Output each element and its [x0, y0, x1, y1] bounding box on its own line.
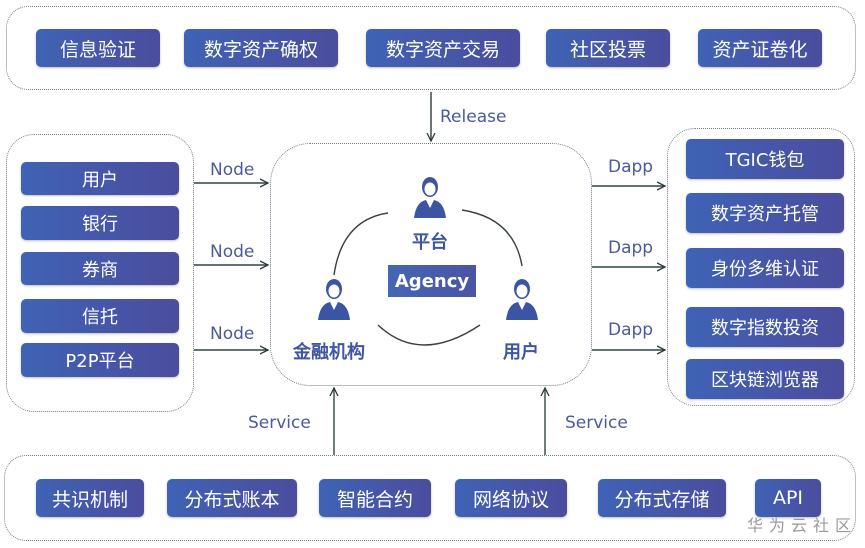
left-item-bank[interactable]: 银行 — [21, 206, 179, 240]
person-icon-user — [506, 279, 538, 320]
top-item-info-verification[interactable]: 信息验证 — [36, 29, 160, 67]
bottom-item-smart-contract[interactable]: 智能合约 — [319, 479, 431, 517]
left-item-p2p-platform[interactable]: P2P平台 — [21, 343, 179, 377]
release-label: Release — [440, 107, 507, 127]
dapp-label-2: Dapp — [608, 238, 654, 258]
node-label-2: Node — [210, 242, 255, 262]
top-item-community-vote[interactable]: 社区投票 — [546, 29, 670, 67]
arc-platform-finance — [333, 212, 389, 276]
right-item-index-investment[interactable]: 数字指数投资 — [686, 307, 844, 347]
node-label-3: Node — [210, 324, 255, 344]
dapp-label-1: Dapp — [608, 157, 654, 177]
person-icon-platform — [414, 177, 446, 218]
node-user-label: 用户 — [503, 342, 539, 363]
node-label-1: Node — [210, 160, 255, 180]
bottom-item-network-protocol[interactable]: 网络协议 — [455, 479, 567, 517]
right-item-block-explorer[interactable]: 区块链浏览器 — [686, 359, 844, 399]
arc-finance-user — [377, 324, 481, 346]
service-label-1: Service — [248, 413, 311, 433]
bottom-item-api[interactable]: API — [755, 479, 821, 517]
top-item-securitization[interactable]: 资产证卷化 — [698, 29, 822, 67]
left-item-broker[interactable]: 券商 — [21, 252, 179, 285]
node-finance-label: 金融机构 — [293, 342, 365, 363]
bottom-item-distributed-storage[interactable]: 分布式存储 — [598, 479, 726, 517]
arc-platform-user — [461, 209, 523, 267]
watermark: 华为云社区 — [746, 516, 857, 535]
left-item-trust[interactable]: 信托 — [21, 299, 179, 333]
dapp-label-3: Dapp — [608, 320, 654, 340]
top-item-asset-trading[interactable]: 数字资产交易 — [366, 29, 520, 67]
bottom-item-distributed-ledger[interactable]: 分布式账本 — [167, 479, 297, 517]
bottom-item-consensus[interactable]: 共识机制 — [36, 479, 144, 517]
service-label-2: Service — [565, 413, 628, 433]
top-item-asset-rights[interactable]: 数字资产确权 — [184, 29, 338, 67]
right-item-tgic-wallet[interactable]: TGIC钱包 — [686, 139, 844, 179]
agency-badge: Agency — [388, 265, 476, 297]
left-item-user[interactable]: 用户 — [21, 162, 179, 195]
node-platform-label: 平台 — [412, 232, 448, 253]
person-icon-finance — [318, 279, 350, 320]
right-item-asset-custody[interactable]: 数字资产托管 — [686, 193, 844, 233]
right-item-identity-auth[interactable]: 身份多维认证 — [686, 248, 844, 288]
